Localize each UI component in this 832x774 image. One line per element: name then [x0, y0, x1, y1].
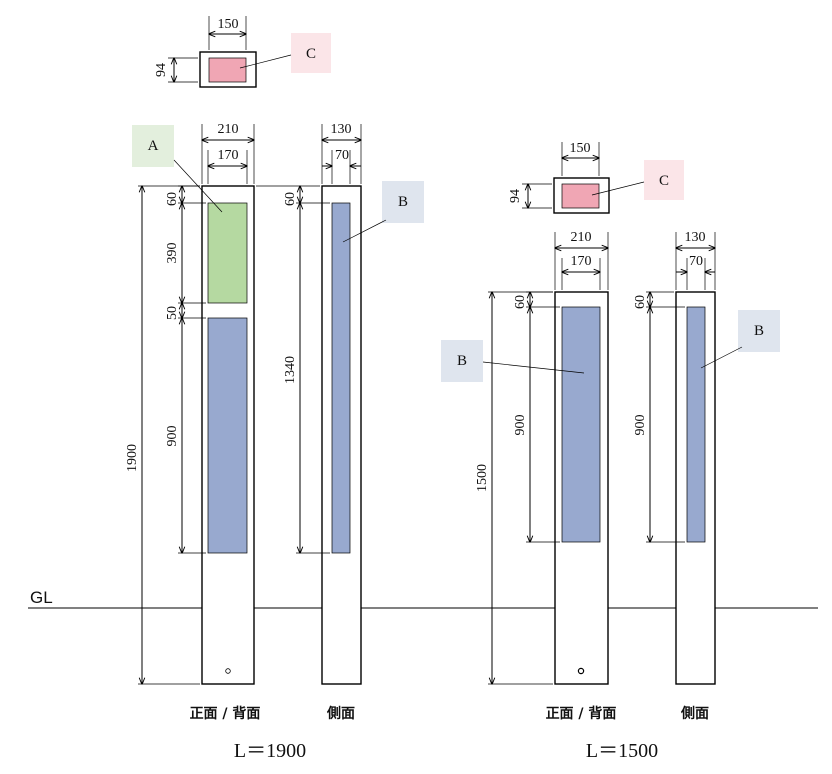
- right-front-inner-width: 170: [571, 254, 592, 269]
- left-panel-a: [207, 202, 248, 304]
- right-front-total: 1500: [475, 464, 490, 492]
- left-front-b-height: 900: [165, 426, 180, 447]
- left-side-b-height: 1340: [283, 356, 298, 384]
- right-panel-b-side: [686, 306, 706, 543]
- right-side-tag-b-label: B: [754, 323, 764, 339]
- left-side-inner-width: 70: [335, 148, 349, 163]
- left-side-post: 130 70 60 1340 B: [256, 122, 424, 685]
- right-front-tag-b: [441, 340, 483, 382]
- right-side-b-height: 900: [633, 415, 648, 436]
- right-front-post: 210 170 60 900 1500 B: [441, 230, 609, 685]
- left-front-outer-width: 210: [218, 122, 239, 137]
- right-front-caption: 正面 / 背面: [546, 705, 617, 722]
- right-side-caption: 側面: [680, 705, 709, 722]
- left-front-caption: 正面 / 背面: [190, 705, 261, 722]
- right-side-tag-b: [738, 310, 780, 352]
- right-tag-c-label: C: [659, 173, 669, 189]
- left-c-panel: [208, 57, 247, 83]
- right-side-post: 130 70 60 900 B: [633, 230, 780, 685]
- left-tag-a-label: A: [148, 138, 159, 154]
- right-c-panel-detail: 150 94 C: [508, 141, 684, 214]
- left-tag-b: [382, 181, 424, 223]
- left-c-width-label: 150: [218, 17, 239, 32]
- left-c-height-label: 94: [154, 63, 169, 77]
- ground-label: GL: [30, 588, 53, 607]
- left-panel-b-front: [207, 317, 248, 554]
- left-tag-c: [291, 33, 331, 73]
- right-side-outer-width: 130: [685, 230, 706, 245]
- left-panel-b-side: [331, 202, 351, 554]
- right-c-panel: [561, 183, 600, 209]
- right-side-inner-width: 70: [689, 254, 703, 269]
- left-side-top-gap: 60: [283, 192, 298, 206]
- right-front-top-gap: 60: [513, 295, 528, 309]
- right-front-outer-width: 210: [571, 230, 592, 245]
- right-front-tag-b-label: B: [457, 353, 467, 369]
- right-front-b-height: 900: [513, 415, 528, 436]
- right-tag-c: [644, 160, 684, 200]
- left-front-total: 1900: [125, 444, 140, 472]
- left-front-top-gap: 60: [165, 192, 180, 206]
- left-tag-b-label: B: [398, 194, 408, 210]
- left-front-inner-width: 170: [218, 148, 239, 163]
- right-title: L＝1500: [586, 740, 658, 762]
- right-c-width-label: 150: [570, 141, 591, 156]
- right-c-height-label: 94: [508, 189, 523, 203]
- right-panel-b-front: [561, 306, 601, 543]
- left-side-outer-width: 130: [331, 122, 352, 137]
- left-front-gap: 50: [165, 306, 180, 320]
- left-front-a-height: 390: [165, 243, 180, 264]
- left-side-caption: 側面: [326, 705, 355, 722]
- left-tag-c-label: C: [306, 46, 316, 62]
- left-title: L＝1900: [234, 740, 306, 762]
- left-c-panel-detail: 150 94 C: [154, 16, 331, 88]
- left-front-post: 210 170 60 390 50 900 1900 A: [125, 122, 255, 685]
- left-tag-a: [132, 125, 174, 167]
- right-side-top-gap: 60: [633, 295, 648, 309]
